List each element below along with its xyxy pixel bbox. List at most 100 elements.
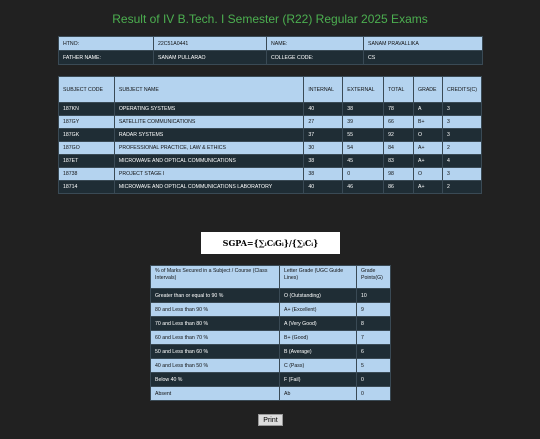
table-cell: 187KN bbox=[58, 102, 115, 116]
table-cell: MICROWAVE AND OPTICAL COMMUNICATIONS LAB… bbox=[113, 180, 305, 194]
table-cell: 78 bbox=[383, 102, 415, 116]
table-cell: C (Pass) bbox=[279, 358, 357, 373]
table-cell: 187GK bbox=[58, 128, 115, 142]
table-cell: Greater than or equal to 90 % bbox=[150, 288, 280, 303]
table-cell: 18738 bbox=[58, 167, 115, 181]
marks-table: SUBJECT CODE SUBJECT NAME INTERNAL EXTER… bbox=[58, 76, 482, 194]
table-cell: 3 bbox=[442, 167, 482, 181]
table-row: 70 and Less than 80 %A (Very Good)8 bbox=[150, 316, 391, 331]
table-cell: A (Very Good) bbox=[279, 316, 357, 331]
father-label: FATHER NAME: bbox=[58, 50, 154, 65]
scale-header-row: % of Marks Secured in a Subject / Course… bbox=[150, 265, 391, 289]
table-cell: 5 bbox=[356, 358, 391, 373]
table-cell: A+ bbox=[413, 154, 444, 168]
table-cell: B+ bbox=[413, 115, 444, 129]
table-cell: 39 bbox=[342, 115, 385, 129]
marks-header-row: SUBJECT CODE SUBJECT NAME INTERNAL EXTER… bbox=[58, 76, 482, 103]
table-cell: 60 and Less than 70 % bbox=[150, 330, 280, 345]
table-cell: 38 bbox=[342, 102, 385, 116]
table-cell: PROJECT STAGE I bbox=[113, 167, 305, 181]
table-cell: 92 bbox=[383, 128, 415, 142]
table-cell: O bbox=[413, 128, 444, 142]
table-cell: 54 bbox=[342, 141, 385, 155]
table-cell: 46 bbox=[342, 180, 385, 194]
table-cell: Absent bbox=[150, 386, 280, 401]
father-value: SANAM PULLARAO bbox=[153, 50, 267, 65]
student-info-table: HTNO: 22C51A0441 NAME: SANAM PRAVALLIKA … bbox=[58, 36, 483, 65]
table-cell: 8 bbox=[356, 316, 391, 331]
column-header: Grade Points(G) bbox=[356, 265, 391, 289]
table-cell: 38 bbox=[303, 167, 344, 181]
table-cell: SATELLITE COMMUNICATIONS bbox=[113, 115, 305, 129]
column-header: GRADE bbox=[413, 76, 444, 103]
column-header: SUBJECT CODE bbox=[58, 76, 115, 103]
name-label: NAME: bbox=[266, 36, 364, 51]
page-title: Result of IV B.Tech. I Semester (R22) Re… bbox=[112, 12, 428, 26]
table-cell: 40 bbox=[303, 102, 344, 116]
print-button[interactable]: Print bbox=[258, 414, 283, 426]
table-cell: 3 bbox=[442, 115, 482, 129]
table-cell: Ab bbox=[279, 386, 357, 401]
table-cell: 3 bbox=[442, 128, 482, 142]
table-cell: B (Average) bbox=[279, 344, 357, 359]
table-cell: 40 bbox=[303, 180, 344, 194]
table-cell: 40 and Less than 50 % bbox=[150, 358, 280, 373]
table-cell: 7 bbox=[356, 330, 391, 345]
table-cell: OPERATING SYSTEMS bbox=[113, 102, 305, 116]
table-cell: 30 bbox=[303, 141, 344, 155]
table-cell: 98 bbox=[383, 167, 415, 181]
column-header: % of Marks Secured in a Subject / Course… bbox=[150, 265, 280, 289]
table-cell: A+ bbox=[413, 180, 444, 194]
table-cell: B+ (Good) bbox=[279, 330, 357, 345]
table-cell: RADAR SYSTEMS bbox=[113, 128, 305, 142]
table-cell: Below 40 % bbox=[150, 372, 280, 387]
table-cell: 70 and Less than 80 % bbox=[150, 316, 280, 331]
table-cell: 86 bbox=[383, 180, 415, 194]
htno-label: HTNO: bbox=[58, 36, 154, 51]
table-cell: MICROWAVE AND OPTICAL COMMUNICATIONS bbox=[113, 154, 305, 168]
table-cell: A bbox=[413, 102, 444, 116]
table-cell: O bbox=[413, 167, 444, 181]
table-cell: 2 bbox=[442, 180, 482, 194]
column-header: TOTAL bbox=[383, 76, 415, 103]
table-cell: 66 bbox=[383, 115, 415, 129]
table-row: Below 40 %F (Fail)0 bbox=[150, 372, 391, 387]
table-row: Greater than or equal to 90 %O (Outstand… bbox=[150, 288, 391, 303]
table-cell: 80 and Less than 90 % bbox=[150, 302, 280, 317]
college-label: COLLEGE CODE: bbox=[266, 50, 364, 65]
table-cell: 18714 bbox=[58, 180, 115, 194]
htno-value: 22C51A0441 bbox=[153, 36, 267, 51]
sgpa-formula: SGPA={∑ᵢCᵢGᵢ}/{∑ᵢCᵢ} bbox=[201, 232, 340, 254]
table-cell: 9 bbox=[356, 302, 391, 317]
table-cell: O (Outstanding) bbox=[279, 288, 357, 303]
table-cell: 45 bbox=[342, 154, 385, 168]
table-cell: 187ET bbox=[58, 154, 115, 168]
table-cell: 55 bbox=[342, 128, 385, 142]
table-cell: A+ bbox=[413, 141, 444, 155]
table-cell: 10 bbox=[356, 288, 391, 303]
table-row: 80 and Less than 90 %A+ (Excellent)9 bbox=[150, 302, 391, 317]
table-cell: F (Fail) bbox=[279, 372, 357, 387]
table-cell: A+ (Excellent) bbox=[279, 302, 357, 317]
table-row: 50 and Less than 60 %B (Average)6 bbox=[150, 344, 391, 359]
table-cell: 83 bbox=[383, 154, 415, 168]
table-cell: 187GY bbox=[58, 115, 115, 129]
table-cell: 84 bbox=[383, 141, 415, 155]
table-cell: 2 bbox=[442, 141, 482, 155]
table-cell: 6 bbox=[356, 344, 391, 359]
table-row: HTNO: 22C51A0441 NAME: SANAM PRAVALLIKA bbox=[58, 36, 483, 51]
table-cell: 0 bbox=[356, 386, 391, 401]
table-cell: 27 bbox=[303, 115, 344, 129]
table-cell: 187GO bbox=[58, 141, 115, 155]
table-cell: PROFESSIONAL PRACTICE, LAW & ETHICS bbox=[113, 141, 305, 155]
table-cell: 0 bbox=[342, 167, 385, 181]
table-row: FATHER NAME: SANAM PULLARAO COLLEGE CODE… bbox=[58, 50, 483, 65]
column-header: INTERNAL bbox=[303, 76, 344, 103]
